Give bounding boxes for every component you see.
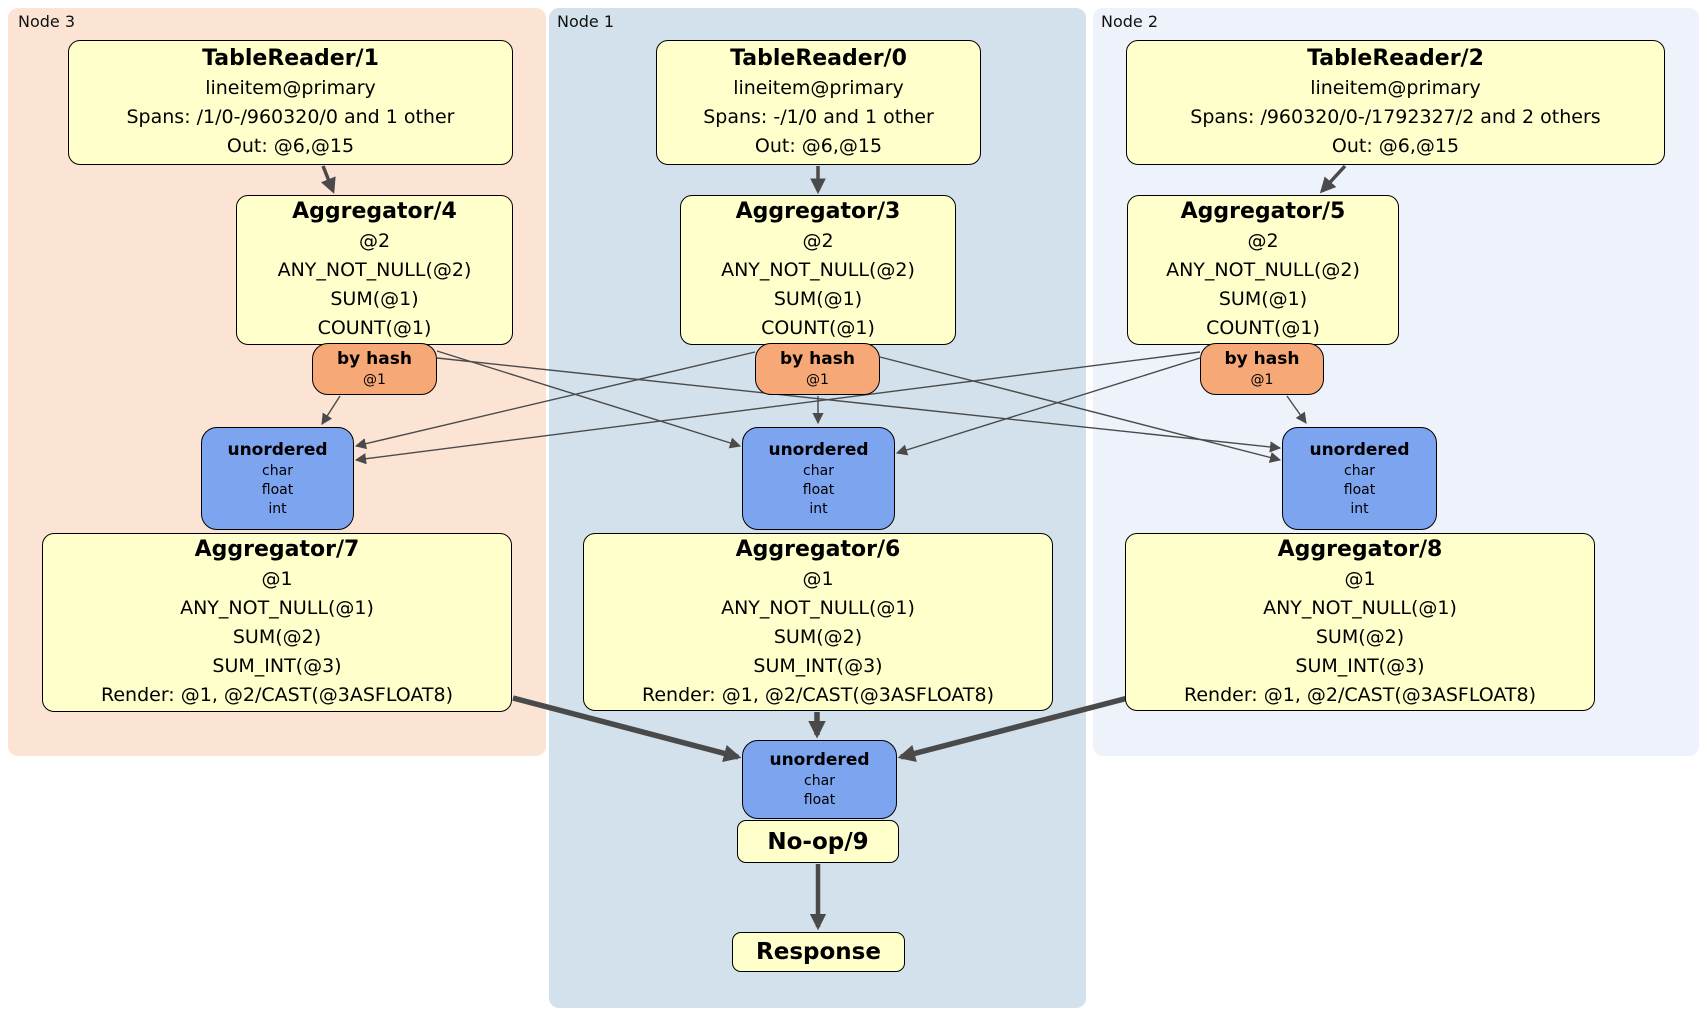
sync-title: unordered <box>769 750 870 770</box>
processor-title: TableReader/1 <box>202 46 379 71</box>
processor-line: SUM(@1) <box>1218 288 1308 310</box>
sync-title: unordered <box>1309 439 1410 460</box>
sync-title: unordered <box>768 439 869 460</box>
processor-line: Spans: /960320/0-/1792327/2 and 2 others <box>1190 106 1601 128</box>
node1-final-aggregator: Aggregator/6 @1 ANY_NOT_NULL(@1) SUM(@2)… <box>583 533 1053 711</box>
response-box: Response <box>732 932 905 972</box>
processor-line: ANY_NOT_NULL(@2) <box>277 259 472 281</box>
processor-title: Aggregator/8 <box>1277 536 1443 562</box>
processor-title: Aggregator/6 <box>735 536 901 562</box>
processor-line: SUM(@2) <box>232 626 322 648</box>
node2-label: Node 2 <box>1101 12 1159 31</box>
processor-line: Render: @1, @2/CAST(@3ASFLOAT8) <box>101 684 453 706</box>
node3-label: Node 3 <box>18 12 76 31</box>
processor-line: @1 <box>1344 567 1376 590</box>
node3-unordered-sync: unordered char float int <box>201 427 354 530</box>
processor-line: Out: @6,@15 <box>226 135 355 157</box>
processor-line: ANY_NOT_NULL(@1) <box>721 596 915 619</box>
node3-table-reader: TableReader/1 lineitem@primary Spans: /1… <box>68 40 513 165</box>
processor-line: SUM_INT(@3) <box>212 655 342 677</box>
router-title: by hash <box>780 349 855 369</box>
processor-line: SUM_INT(@3) <box>753 654 883 677</box>
sync-column: float <box>803 792 836 808</box>
router-title: by hash <box>1224 349 1300 369</box>
node3-final-aggregator: Aggregator/7 @1 ANY_NOT_NULL(@1) SUM(@2)… <box>42 533 512 712</box>
sync-column: char <box>804 773 835 789</box>
processor-line: ANY_NOT_NULL(@1) <box>180 597 374 619</box>
sync-column: int <box>268 500 287 517</box>
processor-line: lineitem@primary <box>205 77 376 99</box>
sync-title: unordered <box>227 439 328 460</box>
node2-final-aggregator: Aggregator/8 @1 ANY_NOT_NULL(@1) SUM(@2)… <box>1125 533 1595 711</box>
processor-line: Render: @1, @2/CAST(@3ASFLOAT8) <box>1184 683 1536 706</box>
processor-line: ANY_NOT_NULL(@2) <box>721 259 915 281</box>
node1-by-hash-router: by hash @1 <box>755 343 880 395</box>
processor-line: ANY_NOT_NULL(@2) <box>1166 259 1360 281</box>
processor-line: SUM(@1) <box>330 288 419 310</box>
processor-line: Render: @1, @2/CAST(@3ASFLOAT8) <box>642 683 994 706</box>
sync-column: float <box>261 481 294 498</box>
node1-output-unordered-sync: unordered char float <box>742 740 897 819</box>
node2-unordered-sync: unordered char float int <box>1282 427 1437 530</box>
router-key: @1 <box>1250 372 1274 388</box>
processor-line: lineitem@primary <box>1310 77 1481 99</box>
processor-line: Out: @6,@15 <box>1331 135 1460 157</box>
processor-line: Out: @6,@15 <box>754 135 883 157</box>
processor-line: SUM(@2) <box>1315 625 1405 648</box>
processor-title: TableReader/2 <box>1307 46 1484 71</box>
processor-line: SUM(@2) <box>773 625 863 648</box>
processor-line: COUNT(@1) <box>1206 317 1320 339</box>
node2-by-hash-router: by hash @1 <box>1200 343 1324 395</box>
processor-line: @1 <box>802 567 834 590</box>
processor-line: COUNT(@1) <box>761 317 875 339</box>
processor-line: COUNT(@1) <box>317 317 432 339</box>
sync-column: float <box>802 481 835 498</box>
processor-title: Aggregator/5 <box>1180 199 1346 224</box>
sync-column: int <box>1350 500 1369 517</box>
router-title: by hash <box>337 349 412 369</box>
node1-table-reader: TableReader/0 lineitem@primary Spans: -/… <box>656 40 981 165</box>
processor-title: Aggregator/7 <box>194 537 360 562</box>
processor-line: SUM_INT(@3) <box>1295 654 1425 677</box>
sync-column: float <box>1343 481 1376 498</box>
router-key: @1 <box>363 372 386 388</box>
router-key: @1 <box>806 372 829 388</box>
processor-title: TableReader/0 <box>730 46 907 71</box>
node3-by-hash-router: by hash @1 <box>312 343 437 395</box>
processor-title: Aggregator/4 <box>292 199 457 224</box>
sync-column: char <box>262 462 293 479</box>
node3-aggregator: Aggregator/4 @2 ANY_NOT_NULL(@2) SUM(@1)… <box>236 195 513 345</box>
processor-line: @2 <box>1247 230 1279 252</box>
processor-title: No-op/9 <box>767 828 869 855</box>
node2-table-reader: TableReader/2 lineitem@primary Spans: /9… <box>1126 40 1665 165</box>
node1-label: Node 1 <box>557 12 615 31</box>
processor-line: @2 <box>802 230 834 252</box>
node2-aggregator: Aggregator/5 @2 ANY_NOT_NULL(@2) SUM(@1)… <box>1127 195 1399 345</box>
sync-column: char <box>803 462 834 479</box>
node1-noop-processor: No-op/9 <box>737 820 899 863</box>
node1-aggregator: Aggregator/3 @2 ANY_NOT_NULL(@2) SUM(@1)… <box>680 195 956 345</box>
processor-line: Spans: /1/0-/960320/0 and 1 other <box>126 106 455 128</box>
processor-line: Spans: -/1/0 and 1 other <box>703 106 934 128</box>
processor-line: @1 <box>261 568 293 590</box>
processor-title: Aggregator/3 <box>735 199 901 224</box>
sync-column: char <box>1344 462 1375 479</box>
sync-column: int <box>809 500 828 517</box>
processor-line: SUM(@1) <box>773 288 863 310</box>
processor-line: lineitem@primary <box>733 77 904 99</box>
node1-unordered-sync: unordered char float int <box>742 427 895 530</box>
processor-line: @2 <box>358 230 391 252</box>
processor-title: Response <box>756 939 881 965</box>
processor-line: ANY_NOT_NULL(@1) <box>1263 596 1457 619</box>
